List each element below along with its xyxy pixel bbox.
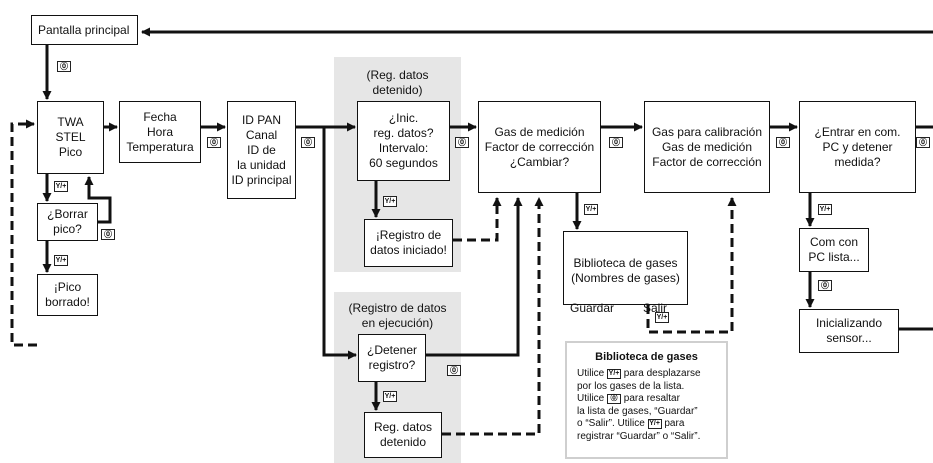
info-text: para resaltar: [623, 393, 680, 404]
yes-plus-key-icon: Y/+: [584, 204, 598, 215]
reg-detenido-label: (Reg. datos detenido): [366, 68, 429, 97]
registro-iniciado-box: ¡Registro de datos iniciado!: [364, 219, 453, 267]
info-text: la lista de gases, “Guardar”: [577, 405, 698, 417]
yes-plus-key-icon: Y/+: [655, 312, 669, 323]
yes-plus-key-icon: Y/+: [818, 204, 832, 215]
yes-plus-key-icon: Y/+: [54, 255, 68, 266]
reg-ejecucion-label: (Registro de datos en ejecución): [348, 301, 447, 330]
twa-stel-pico-box: TWA STEL Pico: [37, 101, 104, 174]
on-off-key-icon: ⓪: [301, 137, 315, 148]
info-text: para: [664, 418, 685, 429]
borrar-pico-box: ¿Borrar pico?: [37, 203, 98, 241]
entrar-com-pc-box: ¿Entrar en com. PC y detener medida?: [799, 101, 916, 193]
on-off-key-icon: ⓪: [57, 61, 71, 72]
yes-plus-key-icon: Y/+: [607, 369, 622, 379]
guardar-option: Guardar: [570, 301, 615, 315]
info-text: para desplazarse: [623, 368, 701, 379]
detener-registro-box: ¿Detener registro?: [358, 334, 426, 382]
inicializando-sensor-box: Inicializando sensor...: [799, 309, 899, 353]
iniciar-registro-box: ¿Inic. reg. datos? Intervalo: 60 segundo…: [357, 101, 450, 181]
id-pan-box: ID PAN Canal ID de la unidad ID principa…: [227, 101, 296, 199]
yes-plus-key-icon: Y/+: [383, 391, 397, 402]
gas-calibracion-box: Gas para calibración Gas de medición Fac…: [644, 101, 770, 193]
com-pc-lista-box: Com con PC lista...: [799, 228, 869, 272]
info-text: registrar “Guardar” o “Salir”.: [577, 430, 701, 442]
salir-option: Salir: [642, 301, 667, 315]
biblioteca-gases-box: Biblioteca de gases (Nombres de gases) G…: [563, 231, 688, 315]
info-title: Biblioteca de gases: [595, 351, 698, 363]
on-off-key-icon: ⓪: [101, 229, 115, 240]
yes-plus-key-icon: Y/+: [383, 196, 397, 207]
info-text: Utilice: [577, 393, 605, 404]
info-text: o “Salir”. Utilice: [577, 418, 645, 429]
pico-borrado-box: ¡Pico borrado!: [37, 274, 98, 316]
biblioteca-gases-text: Biblioteca de gases (Nombres de gases): [571, 256, 680, 285]
on-off-key-icon: ⓪: [207, 137, 221, 148]
on-off-key-icon: ⓪: [447, 365, 461, 376]
on-off-key-icon: ⓪: [776, 137, 790, 148]
reg-datos-detenido-box: Reg. datos detenido: [364, 412, 442, 458]
info-text: Utilice: [577, 368, 605, 379]
fecha-hora-box: Fecha Hora Temperatura: [119, 101, 201, 163]
biblioteca-info-box: Biblioteca de gases Utilice Y/+ para des…: [565, 341, 728, 459]
info-text: por los gases de la lista.: [577, 380, 685, 392]
on-off-key-icon: ⓪: [455, 137, 469, 148]
on-off-key-icon: ⓪: [609, 137, 623, 148]
yes-plus-key-icon: Y/+: [647, 419, 662, 429]
yes-plus-key-icon: Y/+: [54, 181, 68, 192]
pantalla-principal-box: Pantalla principal: [31, 15, 138, 45]
gas-medicion-box: Gas de medición Factor de corrección ¿Ca…: [478, 101, 601, 193]
on-off-key-icon: ⓪: [916, 137, 930, 148]
on-off-key-icon: ⓪: [607, 394, 622, 404]
on-off-key-icon: ⓪: [818, 280, 832, 291]
